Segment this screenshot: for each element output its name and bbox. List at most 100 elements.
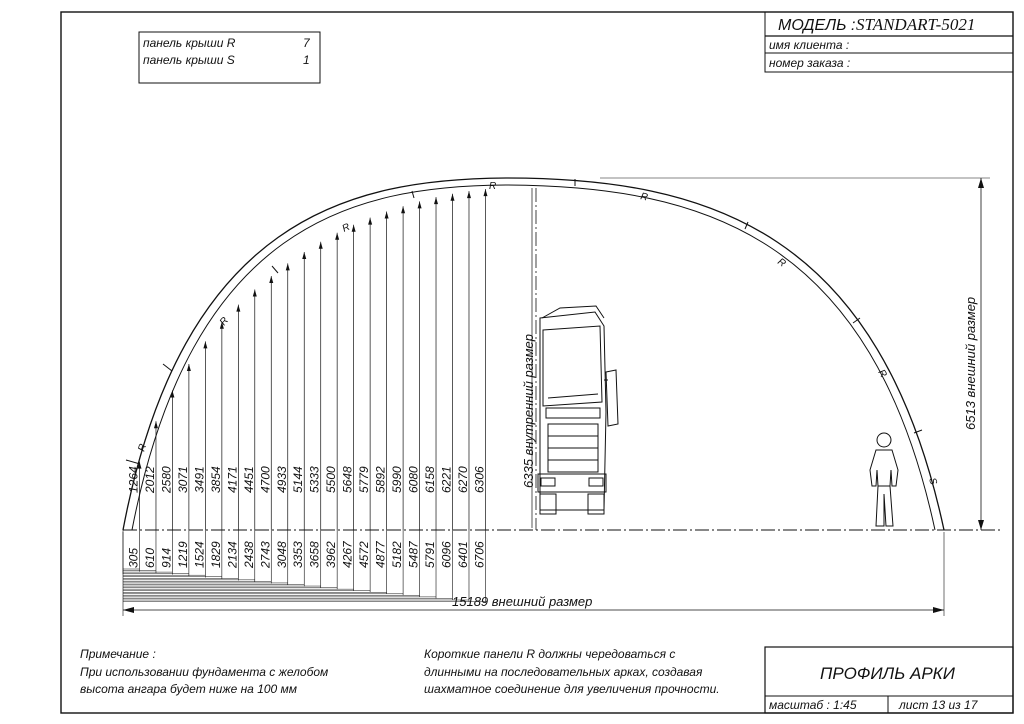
offset-value: 5182 xyxy=(390,541,404,568)
offset-value: 914 xyxy=(159,548,173,568)
model-label: МОДЕЛЬ : xyxy=(778,17,855,34)
arrow-head xyxy=(285,263,290,271)
height-value: 5500 xyxy=(324,466,338,493)
inner-height-dimension: 6335 внутренний размер xyxy=(521,188,536,528)
truck-mirror xyxy=(605,369,619,427)
offset-value: 3048 xyxy=(275,541,289,568)
sheet-number: лист 13 из 17 xyxy=(898,698,979,712)
offset-value: 610 xyxy=(143,548,157,568)
panel-marker: R xyxy=(136,443,149,453)
arrow-head xyxy=(384,211,389,219)
height-value: 2012 xyxy=(143,466,157,494)
height-value: 5990 xyxy=(390,466,404,493)
height-value: 6080 xyxy=(407,466,421,493)
arrow-head xyxy=(269,275,274,283)
offset-value: 2438 xyxy=(242,541,256,569)
panel-joint xyxy=(744,221,749,230)
model-value: STANDART-5021 xyxy=(856,15,975,34)
panel-s-label: панель крыши S xyxy=(143,53,235,67)
height-value: 2580 xyxy=(159,466,173,494)
truck-figure xyxy=(537,305,619,515)
arrow-head xyxy=(417,201,422,209)
panel-table: панель крыши R 7 панель крыши S 1 xyxy=(138,31,321,84)
arch-outer-edge xyxy=(122,177,945,531)
arrow-head xyxy=(351,224,356,232)
height-value: 1264 xyxy=(126,466,140,493)
offset-value: 4572 xyxy=(357,541,371,568)
truck-headlight xyxy=(540,477,556,487)
offset-value: 6706 xyxy=(472,541,486,568)
width-label: 15189 внешний размер xyxy=(452,594,592,609)
truck-roof-spoiler xyxy=(541,305,605,319)
truck-cab xyxy=(539,311,607,511)
panel-marker: R xyxy=(218,315,231,328)
panel-marker: R xyxy=(639,191,648,203)
note-line: высота ангара будет ниже на 100 мм xyxy=(80,682,297,696)
offset-value: 1829 xyxy=(209,541,223,568)
arrow-head xyxy=(434,197,439,205)
panel-r-count: 7 xyxy=(303,36,311,50)
truck-sun-visor xyxy=(545,407,601,419)
arrow-head xyxy=(978,178,984,188)
arrow-head xyxy=(450,193,455,201)
panel-joint xyxy=(162,363,173,372)
height-value: 5779 xyxy=(357,466,371,493)
drawing-title-frame xyxy=(764,646,1014,714)
panel-joint xyxy=(852,317,861,324)
offset-value: 4267 xyxy=(341,540,355,568)
order-label: номер заказа : xyxy=(769,56,850,70)
panel-note-line: Короткие панели R должны чередоваться с xyxy=(424,647,675,661)
outer-height-label: 6513 внешний размер xyxy=(963,297,978,430)
drawing-title: ПРОФИЛЬ АРКИ xyxy=(820,664,956,683)
person-figure xyxy=(869,432,899,527)
offset-value: 3962 xyxy=(324,541,338,568)
height-value: 5144 xyxy=(291,466,305,493)
arrow-head xyxy=(153,421,158,429)
arrow-head xyxy=(137,461,142,469)
title-block-frame xyxy=(764,11,1014,73)
height-value: 5892 xyxy=(374,466,388,493)
panel-joint xyxy=(411,190,415,199)
arrow-head xyxy=(978,520,984,530)
offset-value: 6096 xyxy=(440,541,454,568)
arrow-head xyxy=(335,232,340,240)
person-torso xyxy=(869,449,899,487)
panel-s-count: 1 xyxy=(303,53,310,67)
arrow-head xyxy=(483,189,488,197)
arrow-head xyxy=(236,304,241,312)
offset-value: 5791 xyxy=(423,541,437,568)
arrow-head xyxy=(933,607,944,613)
inner-height-label: 6335 внутренний размер xyxy=(521,334,536,488)
notes: Примечание : При использовании фундамент… xyxy=(80,647,720,696)
arrow-head xyxy=(219,321,224,329)
panel-marker: R xyxy=(775,256,787,269)
arrow-head xyxy=(368,217,373,225)
height-value: 6221 xyxy=(440,466,454,493)
arrow-head xyxy=(318,241,323,249)
panel-r-label: панель крыши R xyxy=(143,36,236,50)
person-head xyxy=(876,432,892,448)
height-value: 4451 xyxy=(242,466,256,493)
offset-value: 2743 xyxy=(258,541,272,569)
title-block: МОДЕЛЬ : STANDART-5021 имя клиента : ном… xyxy=(764,11,1014,73)
offset-value: 3658 xyxy=(308,541,322,568)
height-value: 6306 xyxy=(472,466,486,493)
offset-value: 305 xyxy=(126,548,140,568)
scale-label: масштаб : 1:45 xyxy=(769,698,857,712)
height-value: 5333 xyxy=(308,466,322,493)
height-value: 3854 xyxy=(209,466,223,493)
overall-width-dimension: 15189 внешний размер xyxy=(122,532,945,616)
panel-joint xyxy=(125,459,141,465)
arrow-head xyxy=(252,289,257,297)
height-value: 4700 xyxy=(258,466,272,493)
arrow-head xyxy=(203,341,208,349)
panel-note-line: шахматное соединение для увеличения проч… xyxy=(424,682,720,696)
height-value: 3071 xyxy=(176,466,190,493)
truck-windshield xyxy=(542,325,603,407)
panel-marker: R xyxy=(341,222,352,235)
arrow-head xyxy=(466,191,471,199)
arrow-head xyxy=(123,607,134,613)
note-title: Примечание : xyxy=(80,647,156,661)
